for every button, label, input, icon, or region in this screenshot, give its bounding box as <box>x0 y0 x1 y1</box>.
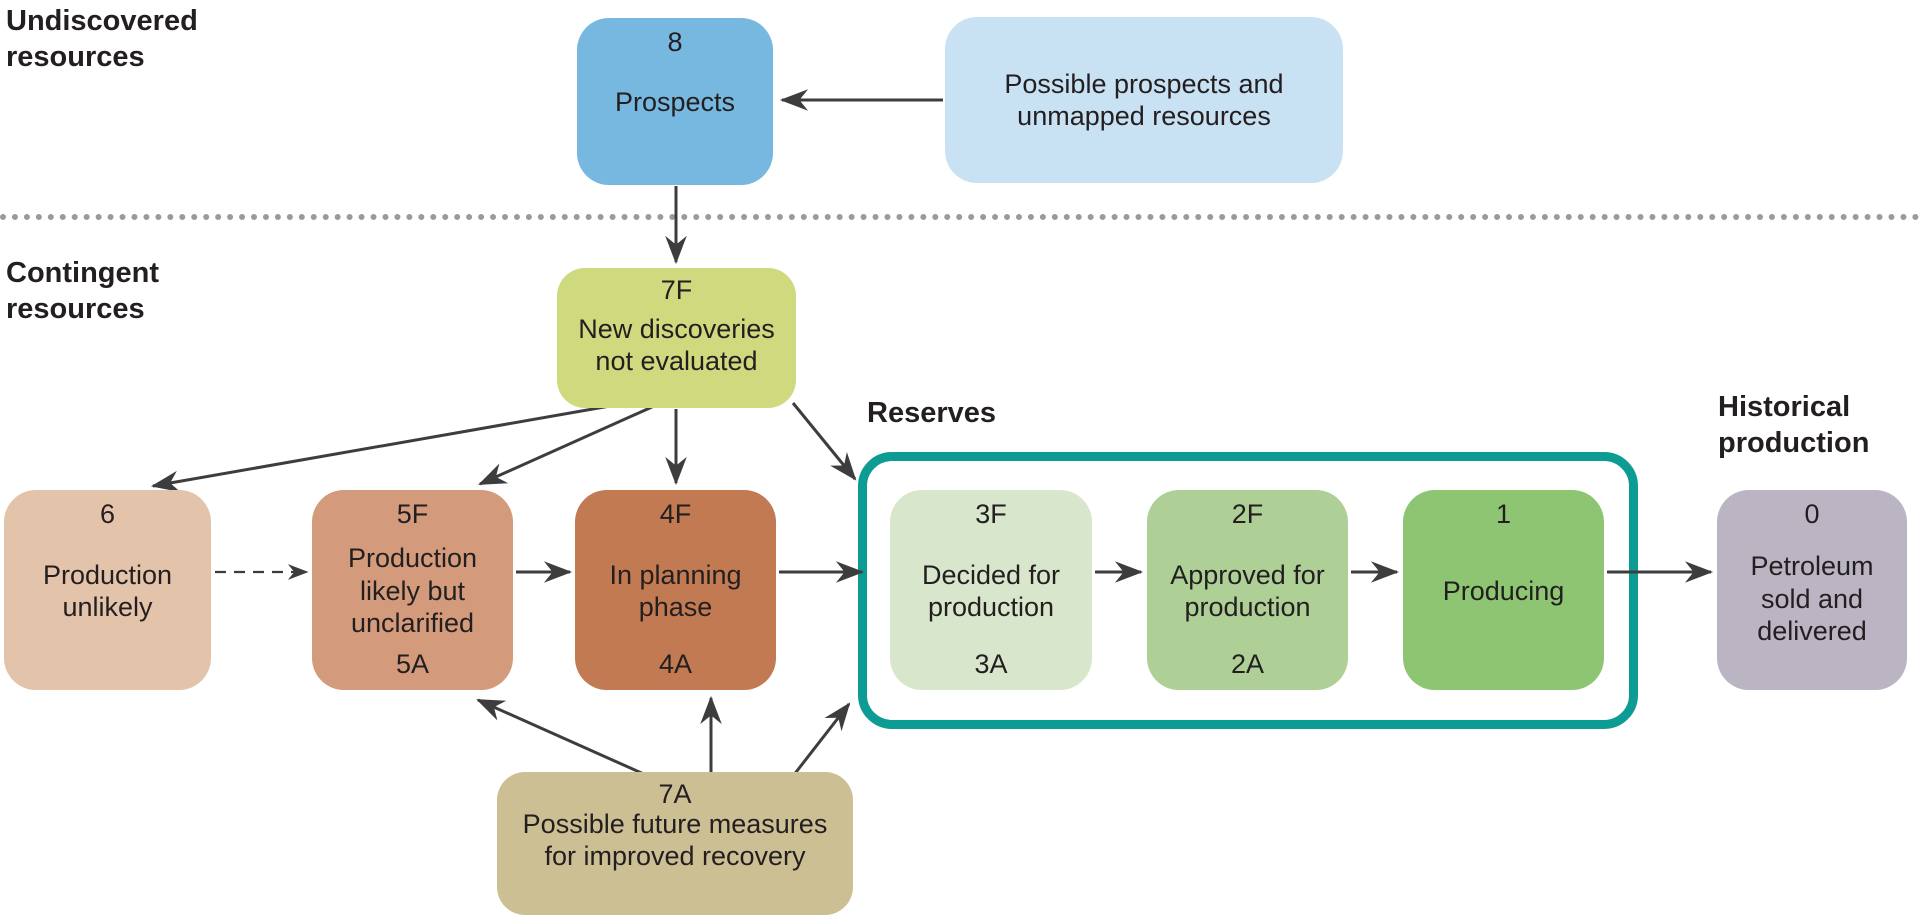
node-petroleum-sold-code-bottom <box>1717 664 1907 690</box>
node-producing-code-bottom <box>1403 648 1604 690</box>
node-new-discoveries-label: New discoveries not evaluated <box>578 313 775 376</box>
edge-arrow-new-discoveries-to-production-unlikely <box>150 404 611 493</box>
node-in-planning-code-top: 4F <box>659 499 692 529</box>
node-decided-for-production-label: Decided for production <box>921 559 1061 622</box>
node-production-unlikely-code-bottom <box>4 648 211 690</box>
label-undiscovered-resources: Undiscovered resources <box>6 5 198 73</box>
node-production-unlikely-code-top: 6 <box>99 499 116 529</box>
node-new-discoveries-code-top: 7F <box>660 275 693 305</box>
edge-arrow-future-measures-to-production-likely <box>476 698 647 777</box>
label-historical-production: Historical production <box>1718 391 1870 459</box>
label-contingent-resources: Contingent resources <box>6 257 160 325</box>
node-new-discoveries-code-bottom <box>557 386 796 408</box>
node-producing-label: Producing <box>1442 575 1565 606</box>
node-future-measures-label: Possible future measures for improved re… <box>522 809 828 872</box>
node-prospects-label: Prospects <box>614 87 736 118</box>
node-approved-for-production: 2F Approved for production 2A <box>1147 490 1348 690</box>
node-decided-for-production-code-top: 3F <box>975 499 1007 529</box>
node-decided-for-production: 3F Decided for production 3A <box>890 490 1092 690</box>
node-possible-prospects: Possible prospects and unmapped resource… <box>945 17 1343 183</box>
node-petroleum-sold: 0 Petroleum sold and delivered <box>1717 490 1907 690</box>
node-prospects-code-top: 8 <box>667 27 683 57</box>
node-production-unlikely: 6 Production unlikely <box>4 490 211 690</box>
divider-dotted-line <box>0 214 1920 220</box>
edge-arrow-new-discoveries-to-production-likely <box>478 405 653 486</box>
node-decided-for-production-code-bottom: 3A <box>974 649 1008 679</box>
node-production-unlikely-label: Production unlikely <box>42 559 173 622</box>
node-approved-for-production-code-bottom: 2A <box>1230 649 1265 679</box>
node-production-likely-code-bottom: 5A <box>395 649 430 679</box>
node-petroleum-sold-label: Petroleum sold and delivered <box>1750 551 1874 647</box>
node-prospects-code-bottom <box>577 143 773 185</box>
node-in-planning-label: In planning phase <box>609 559 742 622</box>
node-prospects: 8 Prospects <box>577 18 773 185</box>
node-producing: 1 Producing <box>1403 490 1604 690</box>
node-production-likely-code-top: 5F <box>396 499 429 529</box>
node-producing-code-top: 1 <box>1495 499 1512 529</box>
node-production-likely: 5F Production likely but unclarified 5A <box>312 490 513 690</box>
edge-arrow-future-measures-to-reserves-group <box>791 702 851 777</box>
node-future-measures-code-top: 7A <box>658 779 692 809</box>
edge-arrow-new-discoveries-to-reserves-group <box>791 402 857 481</box>
node-in-planning: 4F In planning phase 4A <box>575 490 776 690</box>
reserves-group-outline <box>858 452 1638 729</box>
label-reserves: Reserves <box>867 397 996 429</box>
node-in-planning-code-bottom: 4A <box>658 649 693 679</box>
node-petroleum-sold-code-top: 0 <box>1804 499 1820 529</box>
node-approved-for-production-code-top: 2F <box>1231 499 1264 529</box>
node-approved-for-production-label: Approved for production <box>1170 559 1325 622</box>
node-production-likely-label: Production likely but unclarified <box>347 543 478 639</box>
node-possible-prospects-label: Possible prospects and unmapped resource… <box>1004 68 1284 131</box>
node-new-discoveries: 7F New discoveries not evaluated <box>557 268 796 408</box>
node-future-measures: 7A Possible future measures for improved… <box>497 772 853 915</box>
